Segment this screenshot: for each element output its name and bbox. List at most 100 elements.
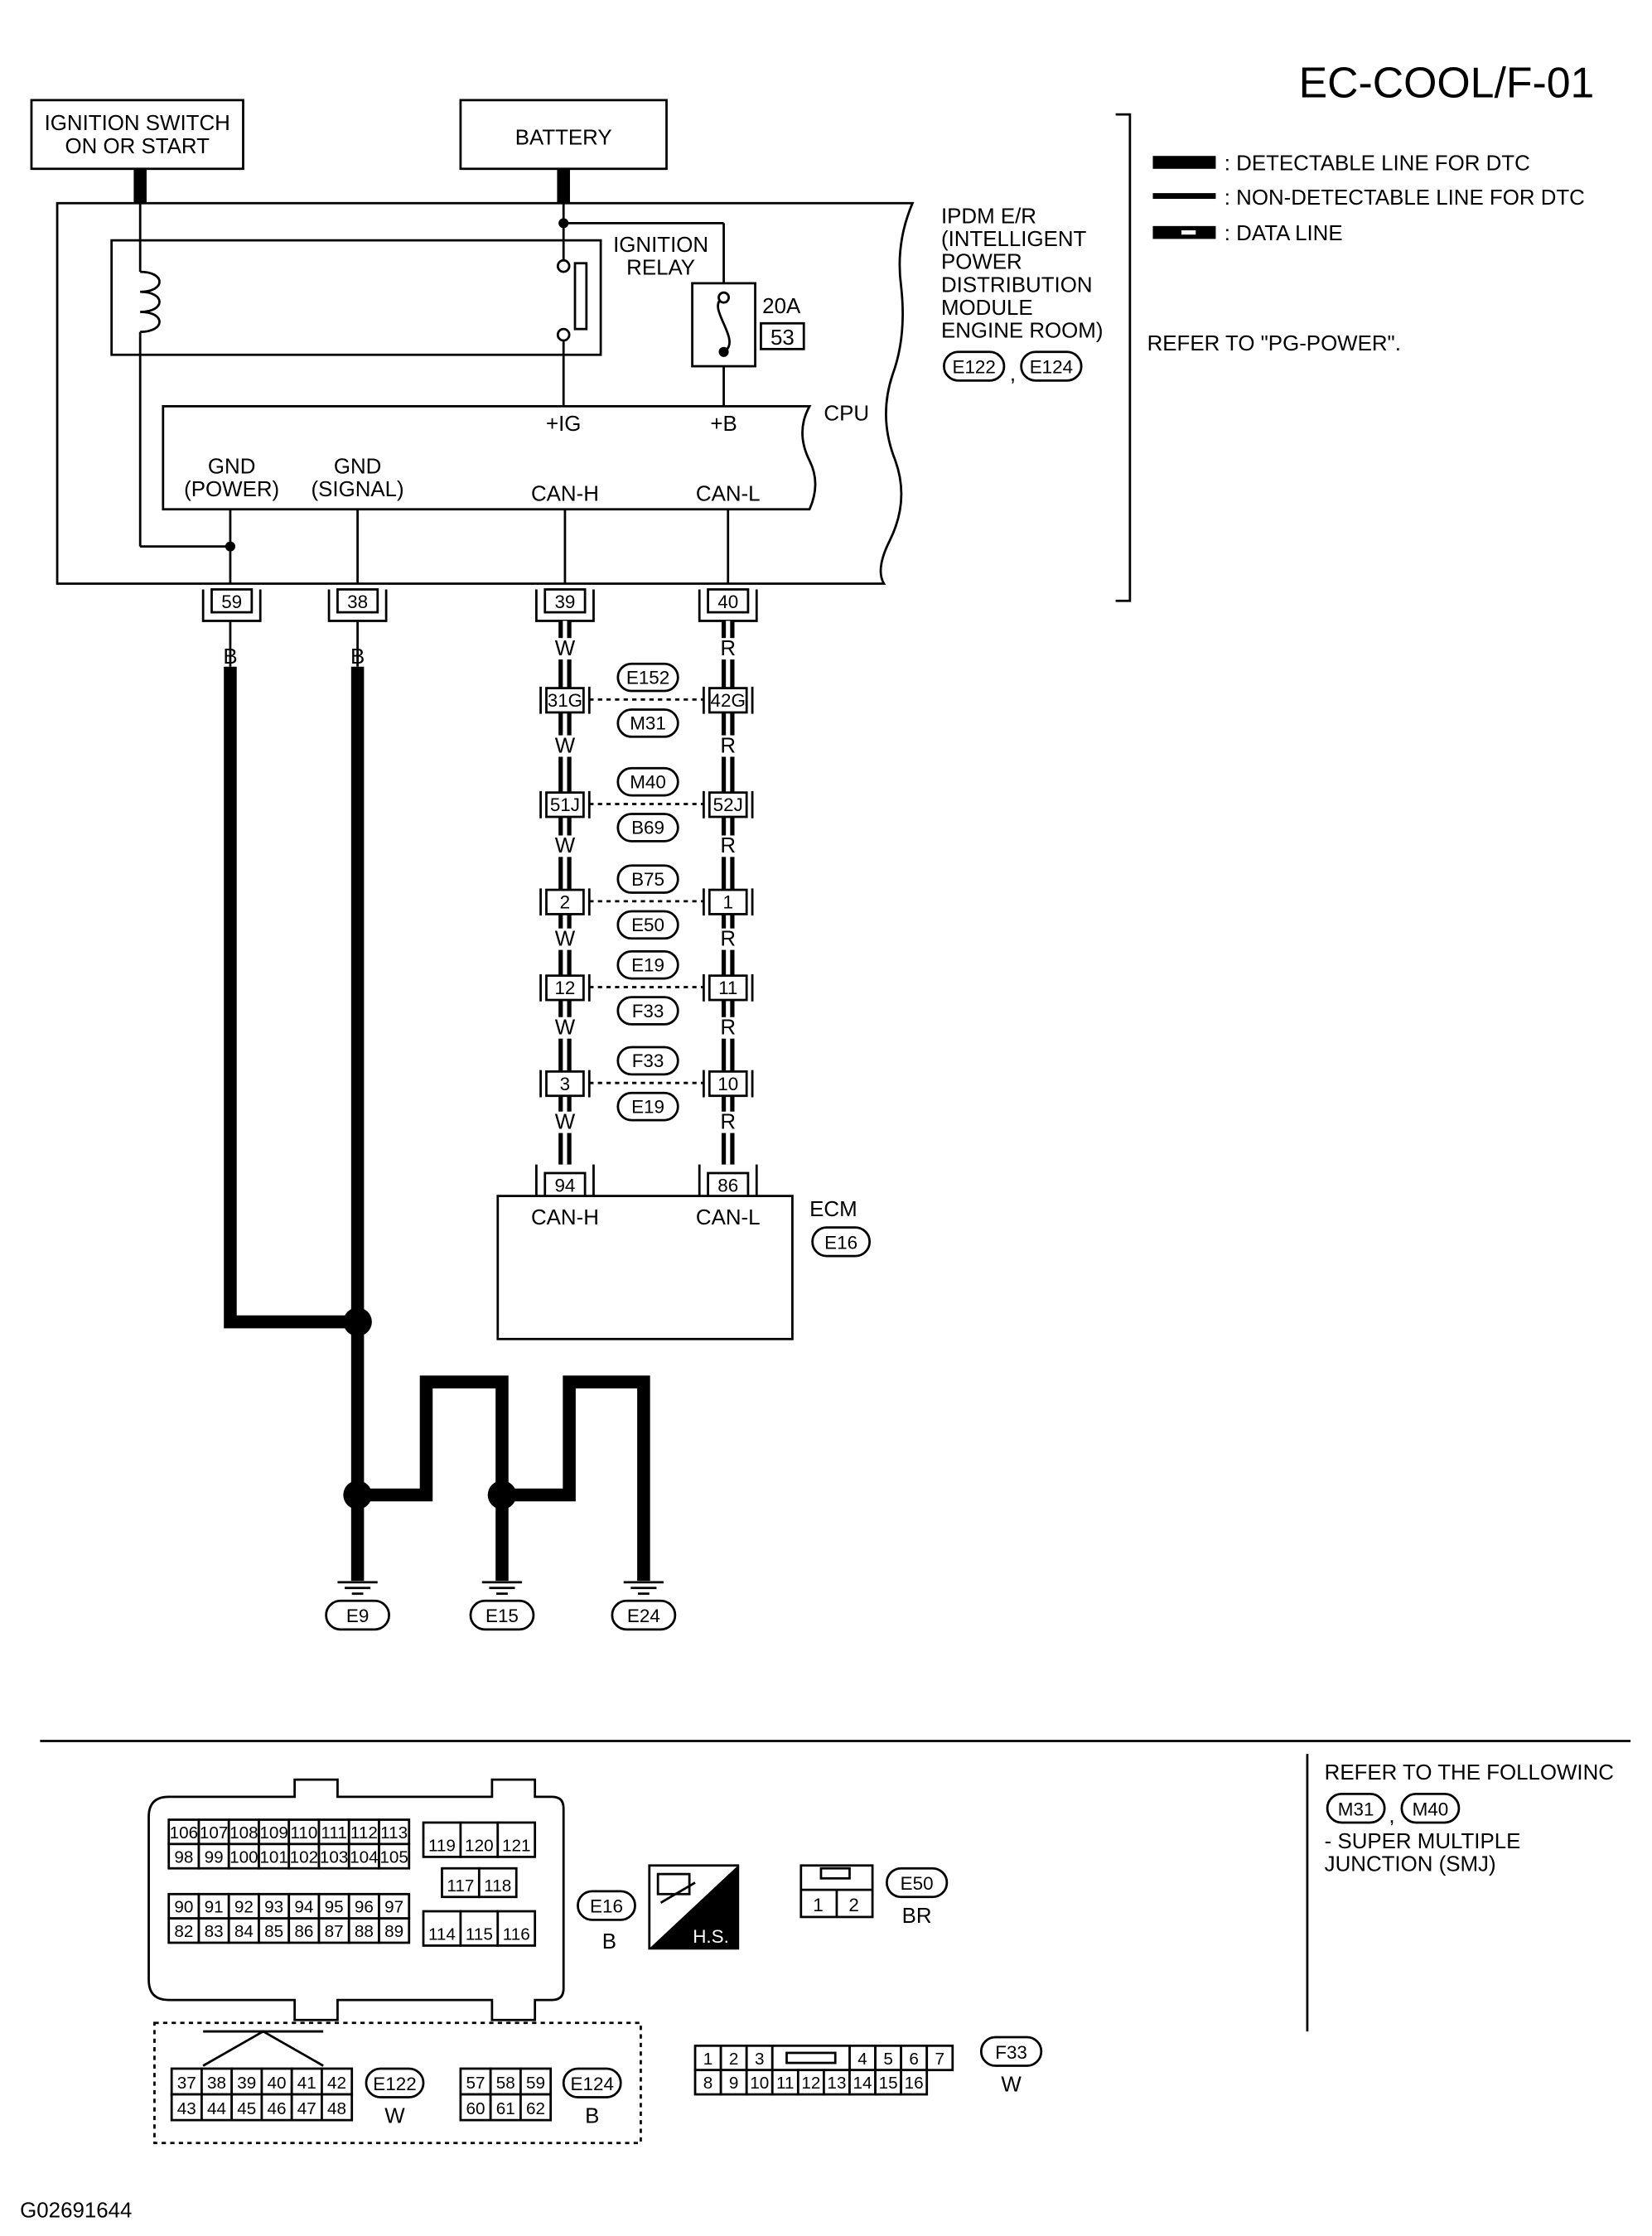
svg-text:B: B <box>562 1434 576 1457</box>
e122-cell <box>321 2093 354 2122</box>
ground-harness <box>224 666 650 1582</box>
joint-bottom-badge: F33 <box>632 1001 664 1021</box>
e16-cell <box>287 1917 321 1944</box>
ipdm-connector-group <box>153 2021 642 2145</box>
e16-pin: 105 <box>379 1847 408 1867</box>
wire-color-label: W <box>555 637 576 660</box>
e122-pin: 40 <box>268 2074 287 2093</box>
svg-text:B: B <box>636 1434 650 1457</box>
ipdm-can-h-label: CAN-H <box>531 482 599 505</box>
joint-pin-label: 2 <box>560 892 570 913</box>
e122-cell <box>321 2067 354 2096</box>
ecm-pin-86: 86 <box>717 1175 738 1195</box>
svg-text:ENGINE ROOM): ENGINE ROOM) <box>941 320 1103 343</box>
page-id: EC-COOL/F-01 <box>1299 58 1595 106</box>
svg-text:E122: E122 <box>373 2074 416 2094</box>
svg-text:W: W <box>384 2105 405 2128</box>
e16-pin: 98 <box>174 1847 193 1867</box>
e122-pin: 42 <box>327 2074 346 2093</box>
ipdm-pin-39: 39 <box>535 588 595 622</box>
hs-label: H.S. <box>693 1926 729 1947</box>
connector-badge-e122 <box>943 350 1006 382</box>
svg-text:E124: E124 <box>571 2074 614 2094</box>
ground-label-e15: E15 <box>485 1606 519 1626</box>
f33-pin: 15 <box>879 2074 898 2093</box>
e122-pin: 44 <box>207 2099 226 2118</box>
f33-pin: 2 <box>729 2050 739 2069</box>
wire-color-label: W <box>555 734 576 757</box>
refer-pg-power: REFER TO "PG-POWER". <box>1147 332 1401 355</box>
e16-pin: 90 <box>174 1898 193 1917</box>
wire-color-label: W <box>555 927 576 950</box>
e16-cell <box>167 1842 200 1870</box>
e122-pin: 46 <box>268 2099 287 2118</box>
e16-pin: 112 <box>350 1823 378 1842</box>
e122-pin: 38 <box>207 2074 226 2093</box>
e124-pin: 61 <box>496 2099 515 2118</box>
ground-splice-1 <box>343 1307 372 1336</box>
ecm-unit: 94 86 CAN-H CAN-L ECM E16 <box>496 1164 872 1340</box>
e16-pin: 115 <box>466 1925 493 1944</box>
ignition-relay-label-1: IGNITION <box>613 234 708 257</box>
connector-face-e50: 1 2 E50 BR <box>799 1864 949 1928</box>
e16-pin: 91 <box>205 1898 224 1917</box>
ecm-connector: E16 <box>824 1233 857 1253</box>
fuse-number: 53 <box>770 326 795 350</box>
svg-text:E50: E50 <box>901 1873 934 1894</box>
e16-pin: 88 <box>355 1922 374 1941</box>
e16-pin: 97 <box>384 1898 403 1917</box>
relay-coil-icon <box>140 270 161 334</box>
ipdm-outline <box>56 201 915 585</box>
wire-color-label: R <box>720 927 736 950</box>
battery-label: BATTERY <box>515 126 612 149</box>
e16-cell <box>378 1818 411 1846</box>
ipdm-name: IPDM E/R (INTELLIGENT POWER DISTRIBUTION… <box>941 205 1103 342</box>
e16-pin: 83 <box>205 1922 224 1941</box>
e16-cell <box>378 1917 411 1944</box>
joint-top-badge: B75 <box>631 869 664 890</box>
battery-source: BATTERY <box>459 99 668 171</box>
svg-text:REFER TO THE FOLLOWINC: REFER TO THE FOLLOWINC <box>1325 1761 1614 1784</box>
svg-text:E16: E16 <box>590 1896 623 1917</box>
e16-cell <box>227 1917 260 1944</box>
svg-text:- SUPER MULTIPLE: - SUPER MULTIPLE <box>1325 1830 1521 1853</box>
cpu-label: CPU <box>824 403 869 426</box>
svg-text:(INTELLIGENT: (INTELLIGENT <box>941 228 1087 251</box>
ignition-relay-body <box>110 239 602 356</box>
e122-pin: 39 <box>237 2074 256 2093</box>
e124-pin: 57 <box>466 2074 485 2093</box>
e16-cell <box>477 1867 518 1899</box>
e16-pin: 95 <box>325 1898 344 1917</box>
e16-pin: 121 <box>502 1836 531 1855</box>
image-code: G02691644 <box>20 2200 132 2223</box>
ground-label-e9: E9 <box>346 1606 369 1626</box>
gnd-power-label-1: GND <box>208 456 255 479</box>
ipdm-can-l-label: CAN-L <box>696 482 761 505</box>
ignition-switch-source: IGNITION SWITCH ON OR START <box>30 99 244 171</box>
ground-symbol-e24: E24 <box>611 1581 677 1631</box>
joint-pin-label: 51J <box>550 794 580 815</box>
joint-top-badge: M40 <box>630 771 666 792</box>
e16-pin: 93 <box>264 1898 283 1917</box>
e122-pin: 47 <box>297 2099 316 2118</box>
legend: : DETECTABLE LINE FOR DTC : NON-DETECTAB… <box>1115 113 1585 602</box>
svg-text:M31: M31 <box>1338 1799 1374 1819</box>
joint-top-badge: E19 <box>631 955 664 976</box>
e16-pin: 99 <box>205 1847 224 1867</box>
e16-cell <box>422 1821 462 1858</box>
e124-pin: 59 <box>526 2074 545 2093</box>
joint-top-badge: E152 <box>626 667 669 688</box>
svg-text:M40: M40 <box>1413 1799 1449 1819</box>
e16-pin: 103 <box>320 1847 349 1867</box>
svg-text:DISTRIBUTION: DISTRIBUTION <box>941 273 1093 297</box>
e16-pin: 107 <box>200 1823 229 1842</box>
joint-bottom-badge: M31 <box>630 713 666 734</box>
svg-text:1: 1 <box>813 1895 823 1915</box>
e122-pin: 48 <box>327 2099 346 2118</box>
ipdm-pin-38: 38 <box>327 588 388 622</box>
gnd-power-label-2: (POWER) <box>184 478 279 501</box>
e122-pin: 43 <box>177 2099 196 2118</box>
e122-pin: 45 <box>237 2099 256 2118</box>
